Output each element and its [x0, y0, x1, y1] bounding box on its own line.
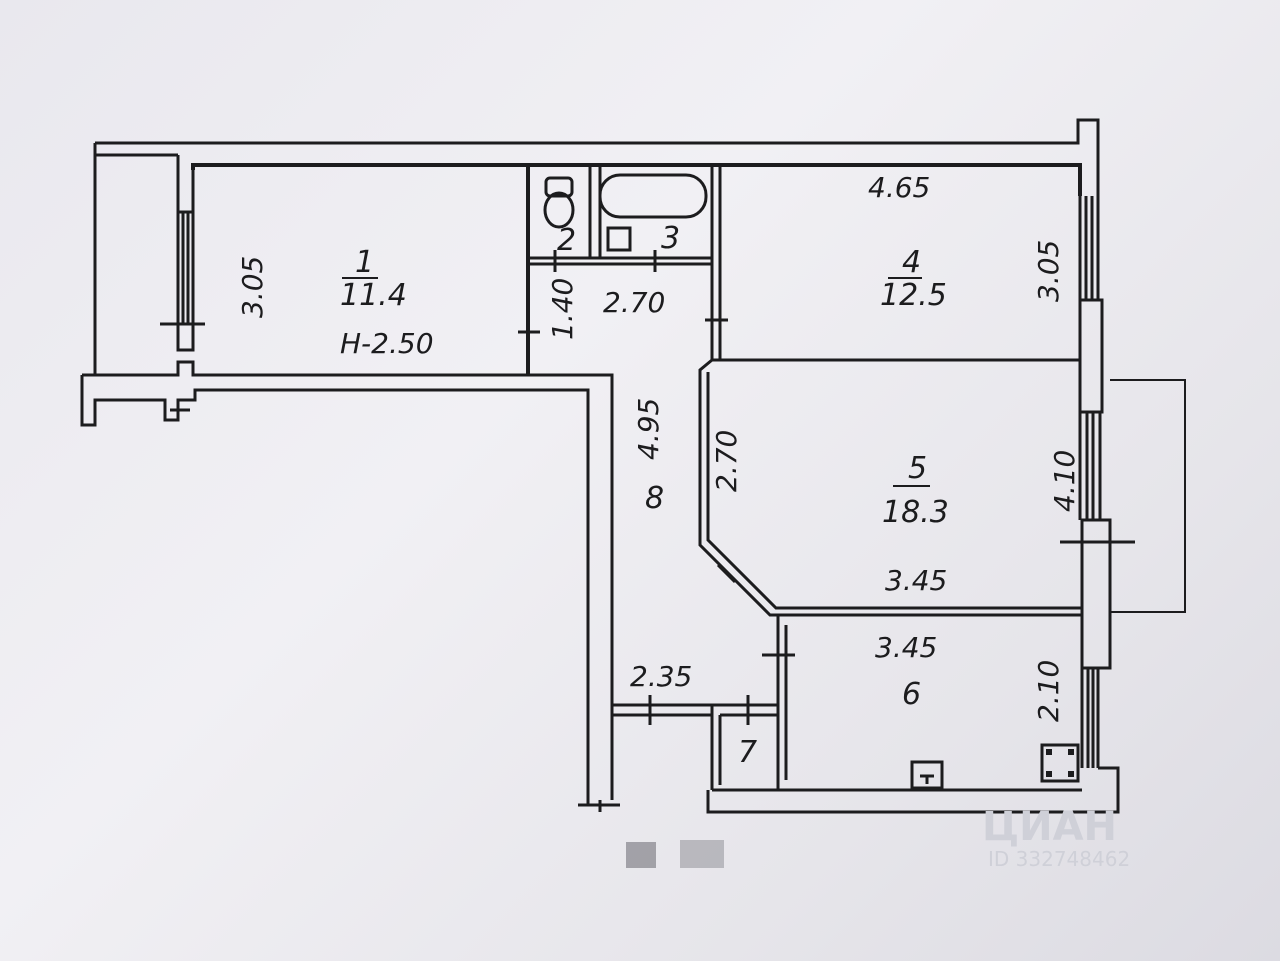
burner [1068, 749, 1074, 755]
room-5-area: 18.3 [882, 495, 949, 530]
wall-room1-bottom [82, 360, 614, 800]
walls [80, 118, 1186, 814]
interior-wall-top [191, 163, 1082, 196]
room-5-width: 4.10 [1048, 450, 1081, 512]
exterior-wall-top [95, 118, 1100, 196]
room-7-number: 7 [738, 735, 757, 770]
exterior-wall-bottom [706, 766, 1120, 814]
stove-burners [1046, 749, 1074, 777]
room-4-number: 4 [902, 245, 921, 280]
room-8-top-depth: 1.40 [546, 278, 579, 340]
toilet-tank [544, 176, 574, 198]
kitchen-sink [910, 760, 944, 790]
watermark: ЦИАН ID 332748462 [982, 804, 1130, 871]
room-8-bottom-width: 2.35 [630, 660, 692, 693]
room-1-width: 3.05 [236, 256, 269, 318]
room-6-number: 6 [902, 677, 921, 712]
wall-outer-corridor [80, 375, 590, 805]
toilet-bowl [543, 191, 575, 229]
wall-pier-right [1078, 298, 1104, 414]
room-2-number: 2 [557, 223, 576, 258]
balcony-outline-right [1110, 379, 1186, 613]
room-8-number: 8 [645, 481, 664, 516]
room-5-diagonal: 2.70 [710, 430, 743, 492]
room-8-top-width: 2.70 [603, 286, 665, 319]
room-5-number: 5 [908, 451, 927, 486]
exterior-wall-top-left [93, 143, 178, 157]
blur-block [680, 840, 724, 868]
watermark-id: ID 332748462 [988, 847, 1130, 871]
room-1-number: 1 [355, 245, 374, 280]
balcony-door [1080, 518, 1112, 670]
burner [1046, 749, 1052, 755]
watermark-brand: ЦИАН [982, 804, 1117, 850]
room-1-area: 11.4 [340, 278, 407, 313]
room-4-width: 3.05 [1032, 240, 1065, 302]
dim-tick [716, 563, 737, 584]
burner [1046, 771, 1052, 777]
room-6-width: 2.10 [1032, 660, 1065, 722]
blur-block [626, 842, 656, 868]
wall-room5-outline [698, 358, 1082, 617]
burner [1068, 771, 1074, 777]
room-4-length: 4.65 [868, 171, 930, 204]
wall-room5-inner [706, 372, 1082, 610]
bathtub [598, 173, 708, 219]
wall-left-c [176, 324, 195, 352]
room-8-length: 4.95 [632, 398, 665, 460]
window-room-1 [176, 210, 195, 326]
room-5-length: 3.45 [885, 564, 947, 597]
room-4-area: 12.5 [880, 278, 947, 313]
room-3-number: 3 [661, 221, 680, 256]
room-1-height: H-2.50 [340, 327, 434, 360]
stove [1040, 743, 1080, 783]
room-6-length: 3.45 [875, 631, 937, 664]
sink [606, 226, 632, 252]
blurred-stamp [626, 840, 724, 868]
